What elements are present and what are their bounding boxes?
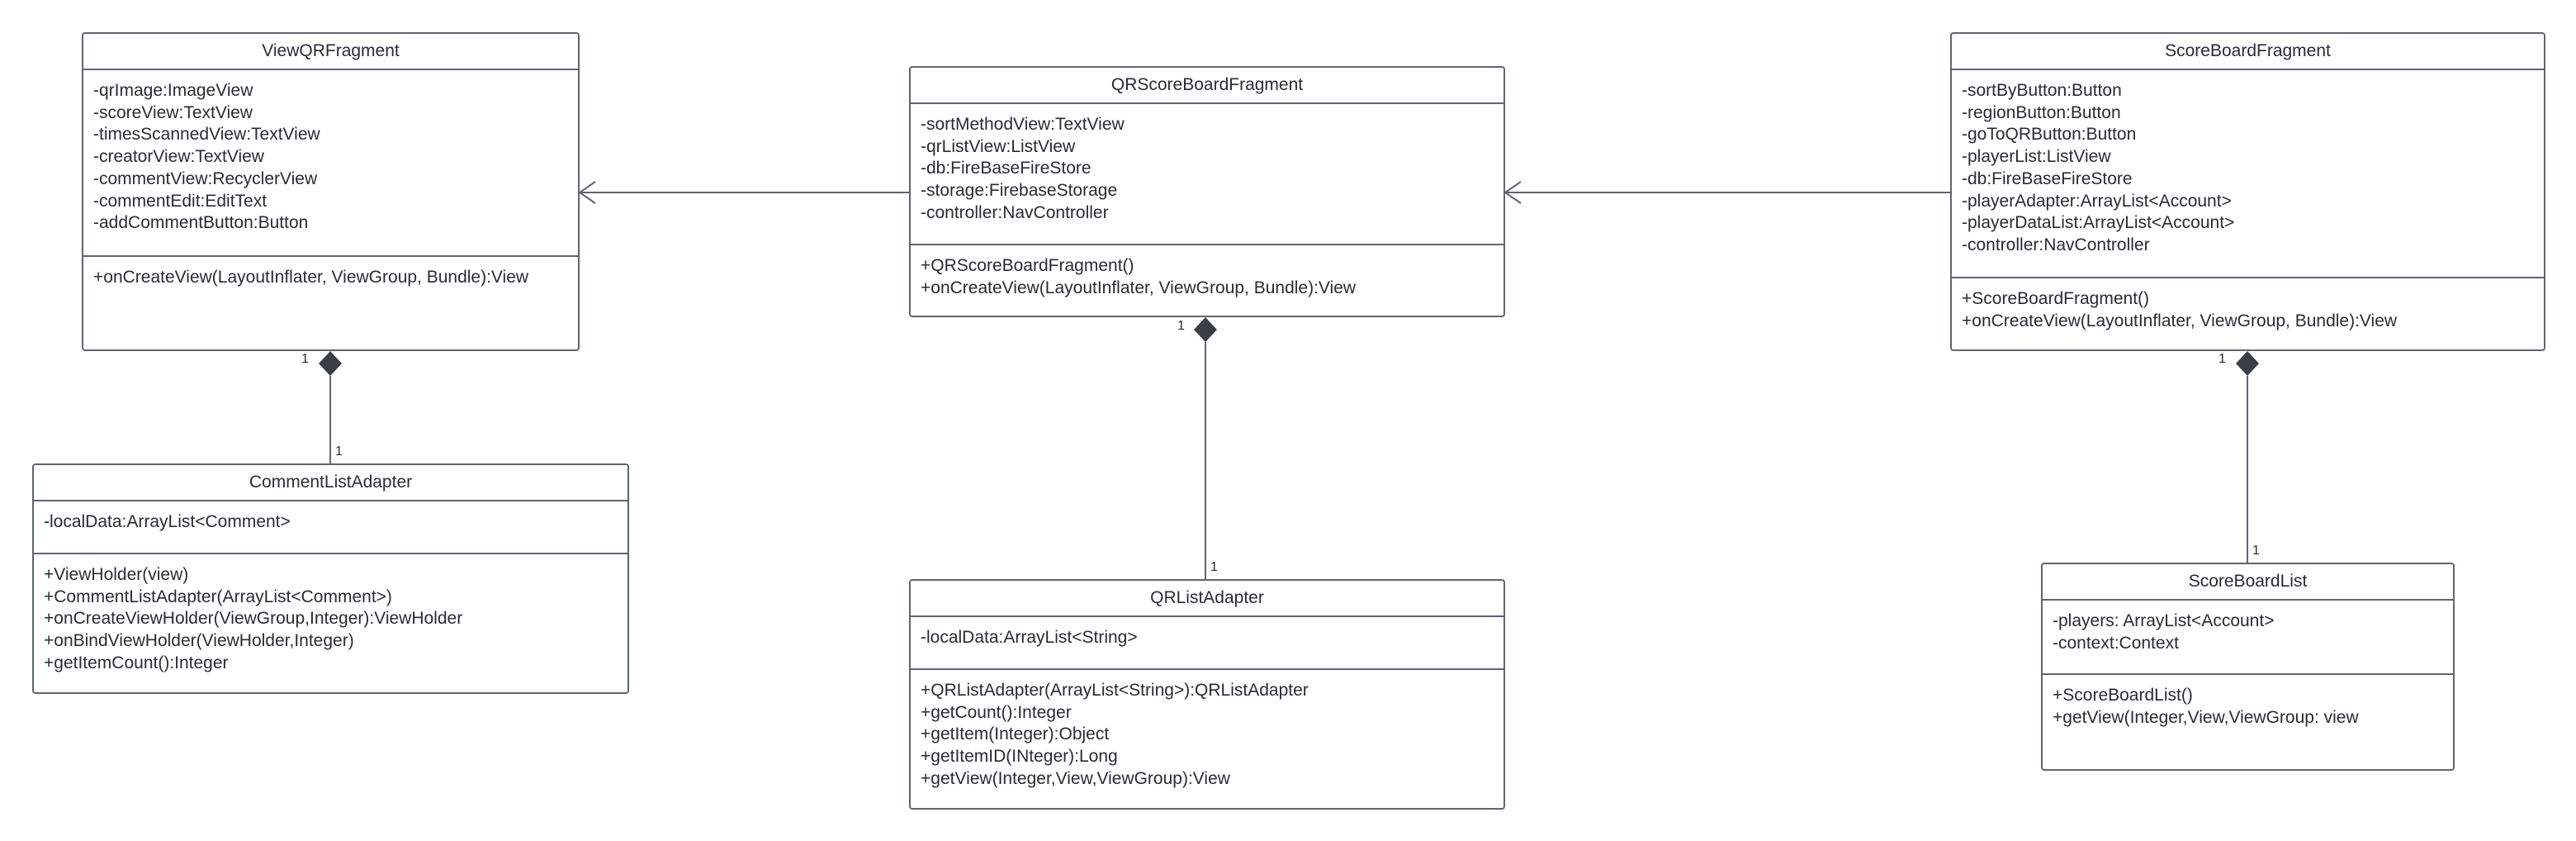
class-name: QRListAdapter xyxy=(911,581,1503,617)
multiplicity-label: 1 xyxy=(1177,319,1185,333)
class-attribute: -qrImage:ImageView xyxy=(93,81,253,100)
methods-section: +ScoreBoardList() +getView(Integer,View,V… xyxy=(2043,675,2453,729)
attributes-section: -qrImage:ImageView -scoreView:TextView -ti… xyxy=(83,70,578,257)
multiplicity-label: 1 xyxy=(335,444,343,459)
multiplicity-label: 1 xyxy=(2252,544,2260,558)
class-attribute: -controller:NavController xyxy=(921,202,1109,222)
class-attribute: -playerDataList:ArrayList<Account> xyxy=(1962,213,2235,233)
class-attribute: -commentEdit:EditText xyxy=(93,191,268,211)
methods-section: +QRScoreBoardFragment() +onCreateView(Lay… xyxy=(911,245,1503,299)
class-method: +onCreateView(LayoutInflater, ViewGroup,… xyxy=(1962,311,2398,330)
class-method: +getItem(Integer):Object xyxy=(921,725,1110,744)
class-method: +getItemID(INteger):Long xyxy=(921,747,1118,767)
class-attribute: -scoreView:TextView xyxy=(93,102,253,122)
class-method: +QRListAdapter(ArrayList<String>):QRList… xyxy=(921,681,1309,700)
class-attribute: -players: ArrayList<Account> xyxy=(2053,611,2275,630)
class-attribute: -regionButton:Button xyxy=(1962,102,2121,122)
class-attribute: -db:FireBaseFireStore xyxy=(1962,169,2133,188)
composition-diamond-icon xyxy=(1194,317,1217,342)
class-attribute: -sortMethodView:TextView xyxy=(921,115,1125,134)
class-method: +onCreateViewHolder(ViewGroup,Integer):V… xyxy=(44,609,463,629)
arrowhead-icon xyxy=(578,181,596,204)
class-attribute: -addCommentButton:Button xyxy=(93,213,309,233)
class-attribute: -playerList:ListView xyxy=(1962,147,2111,167)
class-attribute: -creatorView:TextView xyxy=(93,147,264,167)
class-method: +ScoreBoardList() xyxy=(2053,686,2193,705)
class-attribute: -storage:FirebaseStorage xyxy=(921,181,1118,201)
class-box-viewqrfragment[interactable]: ViewQRFragment -qrImage:ImageView -scoreV… xyxy=(82,32,580,351)
class-attribute: -timesScannedView:TextView xyxy=(93,125,320,145)
attributes-section: -sortMethodView:TextView -qrListView:List… xyxy=(911,104,1503,245)
class-attribute: -sortByButton:Button xyxy=(1962,81,2122,100)
class-attribute: -localData:ArrayList<String> xyxy=(921,628,1138,647)
attributes-section: -sortByButton:Button -regionButton:Button… xyxy=(1952,70,2544,278)
class-name: QRScoreBoardFragment xyxy=(911,68,1503,104)
class-attribute: -playerAdapter:ArrayList<Account> xyxy=(1962,191,2232,211)
class-attribute: -context:Context xyxy=(2053,633,2179,653)
class-box-commentlistadapter[interactable]: CommentListAdapter -localData:ArrayList<… xyxy=(32,463,629,694)
class-method: +onCreateView(LayoutInflater, ViewGroup,… xyxy=(93,268,529,287)
composition-diamond-icon xyxy=(319,351,342,376)
class-method: +ScoreBoardFragment() xyxy=(1962,289,2150,308)
multiplicity-label: 1 xyxy=(1210,560,1218,574)
class-attribute: -controller:NavController xyxy=(1962,235,2150,254)
class-box-scoreboardlist[interactable]: ScoreBoardList -players: ArrayList<Accou… xyxy=(2041,563,2455,771)
class-method: +getCount():Integer xyxy=(921,702,1072,722)
class-method: +onCreateView(LayoutInflater, ViewGroup,… xyxy=(921,278,1357,297)
class-method: +onBindViewHolder(ViewHolder,Integer) xyxy=(44,631,354,651)
methods-section: +onCreateView(LayoutInflater, ViewGroup,… xyxy=(83,257,578,289)
class-box-qrlistadapter[interactable]: QRListAdapter -localData:ArrayList<Strin… xyxy=(909,579,1505,810)
multiplicity-label: 1 xyxy=(301,352,309,366)
multiplicity-label: 1 xyxy=(2218,352,2226,366)
class-method: +CommentListAdapter(ArrayList<Comment>) xyxy=(44,587,392,606)
class-method: +getView(Integer,View,ViewGroup):View xyxy=(921,768,1230,788)
methods-section: +ScoreBoardFragment() +onCreateView(Layou… xyxy=(1952,278,2544,332)
class-method: +ViewHolder(view) xyxy=(44,565,189,584)
class-box-scoreboardfragment[interactable]: ScoreBoardFragment -sortByButton:Button-… xyxy=(1950,32,2545,351)
class-attribute: -qrListView:ListView xyxy=(921,136,1076,156)
class-name: ViewQRFragment xyxy=(83,34,578,70)
attributes-section: -localData:ArrayList<String> xyxy=(911,617,1503,670)
class-method: +getItemCount():Integer xyxy=(44,653,229,672)
class-attribute: -localData:ArrayList<Comment> xyxy=(44,512,291,531)
class-name: ScoreBoardList xyxy=(2043,564,2453,601)
class-attribute: -db:FireBaseFireStore xyxy=(921,159,1091,178)
methods-section: +QRListAdapter(ArrayList<String>):QRList… xyxy=(911,670,1503,791)
attributes-section: -players: ArrayList<Account> -context:Con… xyxy=(2043,601,2453,675)
composition-diamond-icon xyxy=(2236,351,2259,376)
class-box-qrscoreboardfragment[interactable]: QRScoreBoardFragment -sortMethodView:Tex… xyxy=(909,66,1505,317)
class-name: ScoreBoardFragment xyxy=(1952,34,2544,70)
class-attribute: -commentView:RecyclerView xyxy=(93,169,318,188)
class-method: +QRScoreBoardFragment() xyxy=(921,256,1134,275)
attributes-section: -localData:ArrayList<Comment> xyxy=(34,501,627,554)
class-method: +getView(Integer,View,ViewGroup: view xyxy=(2053,707,2359,727)
class-attribute: -goToQRButton:Button xyxy=(1962,125,2137,145)
methods-section: +ViewHolder(view) +CommentListAdapter(Arr… xyxy=(34,554,627,675)
arrowhead-icon xyxy=(1503,181,1522,204)
class-name: CommentListAdapter xyxy=(34,465,627,501)
